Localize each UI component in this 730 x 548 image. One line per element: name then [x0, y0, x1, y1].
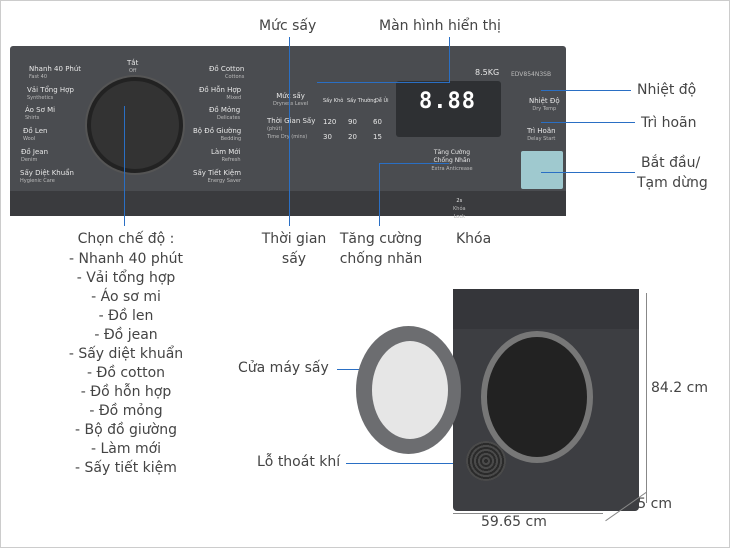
label-lock: Khóa: [456, 231, 492, 247]
label-anticrease-1: Tăng cường: [339, 231, 423, 247]
callout-line: [317, 82, 450, 83]
dry-level-option[interactable]: Dễ Ủi: [375, 98, 389, 104]
width-dimension-line: [453, 513, 603, 514]
label-temperature: Nhiệt độ: [637, 82, 697, 98]
label-start-pause-1: Bắt đầu/: [641, 155, 701, 171]
panel-bottom-strip: [10, 191, 566, 216]
program-list-item: - Vải tổng hợp: [76, 270, 176, 286]
time-option[interactable]: 30: [323, 133, 332, 141]
label-anticrease-2: chống nhăn: [339, 251, 423, 267]
label-vent: Lỗ thoát khí: [257, 454, 341, 470]
time-option[interactable]: 15: [373, 133, 382, 141]
program-list-item: - Đồ jean: [94, 327, 158, 343]
air-vent: [466, 441, 506, 481]
label-display: Màn hình hiển thị: [379, 18, 501, 34]
program-list-item: - Đồ len: [98, 308, 154, 324]
display-digits: 8.88: [419, 89, 476, 114]
start-pause-button[interactable]: [521, 151, 563, 189]
callout-line: [541, 172, 635, 173]
time-dry-panel-label: Thời Gian Sấy(phút)Time Dry (mins): [267, 117, 316, 140]
program-list-item: - Áo sơ mi: [91, 289, 161, 305]
program-list-item: - Bộ đồ giường: [75, 422, 177, 438]
display-screen: [396, 81, 501, 137]
callout-line: [124, 106, 125, 226]
program-list-item: - Sấy tiết kiệm: [75, 460, 177, 476]
label-height: 84.2 cm: [651, 380, 708, 396]
dryer-control-strip: [453, 289, 639, 329]
time-option[interactable]: 60: [373, 118, 382, 126]
label-start-pause-2: Tạm dừng: [637, 175, 708, 191]
callout-line: [449, 37, 450, 83]
callout-line: [337, 369, 377, 370]
label-door: Cửa máy sấy: [238, 360, 329, 376]
label-dry-level: Mức sấy: [259, 18, 317, 34]
dryer-drum: [481, 331, 593, 463]
callout-line: [289, 37, 290, 226]
program-list-item: - Nhanh 40 phút: [68, 251, 183, 267]
program-list-item: - Đồ cotton: [86, 365, 166, 381]
callout-line: [541, 90, 631, 91]
dry-level-option[interactable]: Sấy Thường: [347, 98, 377, 104]
program-list: - Nhanh 40 phút - Vải tổng hợp - Áo sơ mi -…: [21, 250, 231, 478]
label-dry-time-2: sấy: [281, 251, 307, 267]
program-knob[interactable]: [87, 77, 183, 173]
dry-level-option[interactable]: Sấy Khô: [323, 98, 344, 104]
program-list-item: - Đồ mỏng: [89, 403, 163, 419]
door-glass: [372, 341, 448, 439]
model-label: EDV854N3SB: [511, 71, 552, 78]
program-list-item: - Sấy diệt khuẩn: [68, 346, 184, 362]
callout-line: [379, 163, 380, 226]
program-list-item: - Đồ hỗn hợp: [80, 384, 172, 400]
time-option[interactable]: 120: [323, 118, 337, 126]
label-width: 59.65 cm: [481, 514, 547, 530]
callout-line: [346, 463, 481, 464]
program-list-item: - Làm mới: [90, 441, 162, 457]
time-option[interactable]: 20: [348, 133, 357, 141]
label-program-title: Chọn chế độ :: [77, 231, 175, 247]
label-delay: Trì hoãn: [641, 115, 697, 131]
capacity-label: 8.5KG: [475, 68, 500, 77]
callout-line: [379, 163, 449, 164]
label-dry-time-1: Thời gian: [261, 231, 327, 247]
height-dimension-line: [646, 293, 647, 503]
callout-line: [541, 122, 635, 123]
time-option[interactable]: 90: [348, 118, 357, 126]
